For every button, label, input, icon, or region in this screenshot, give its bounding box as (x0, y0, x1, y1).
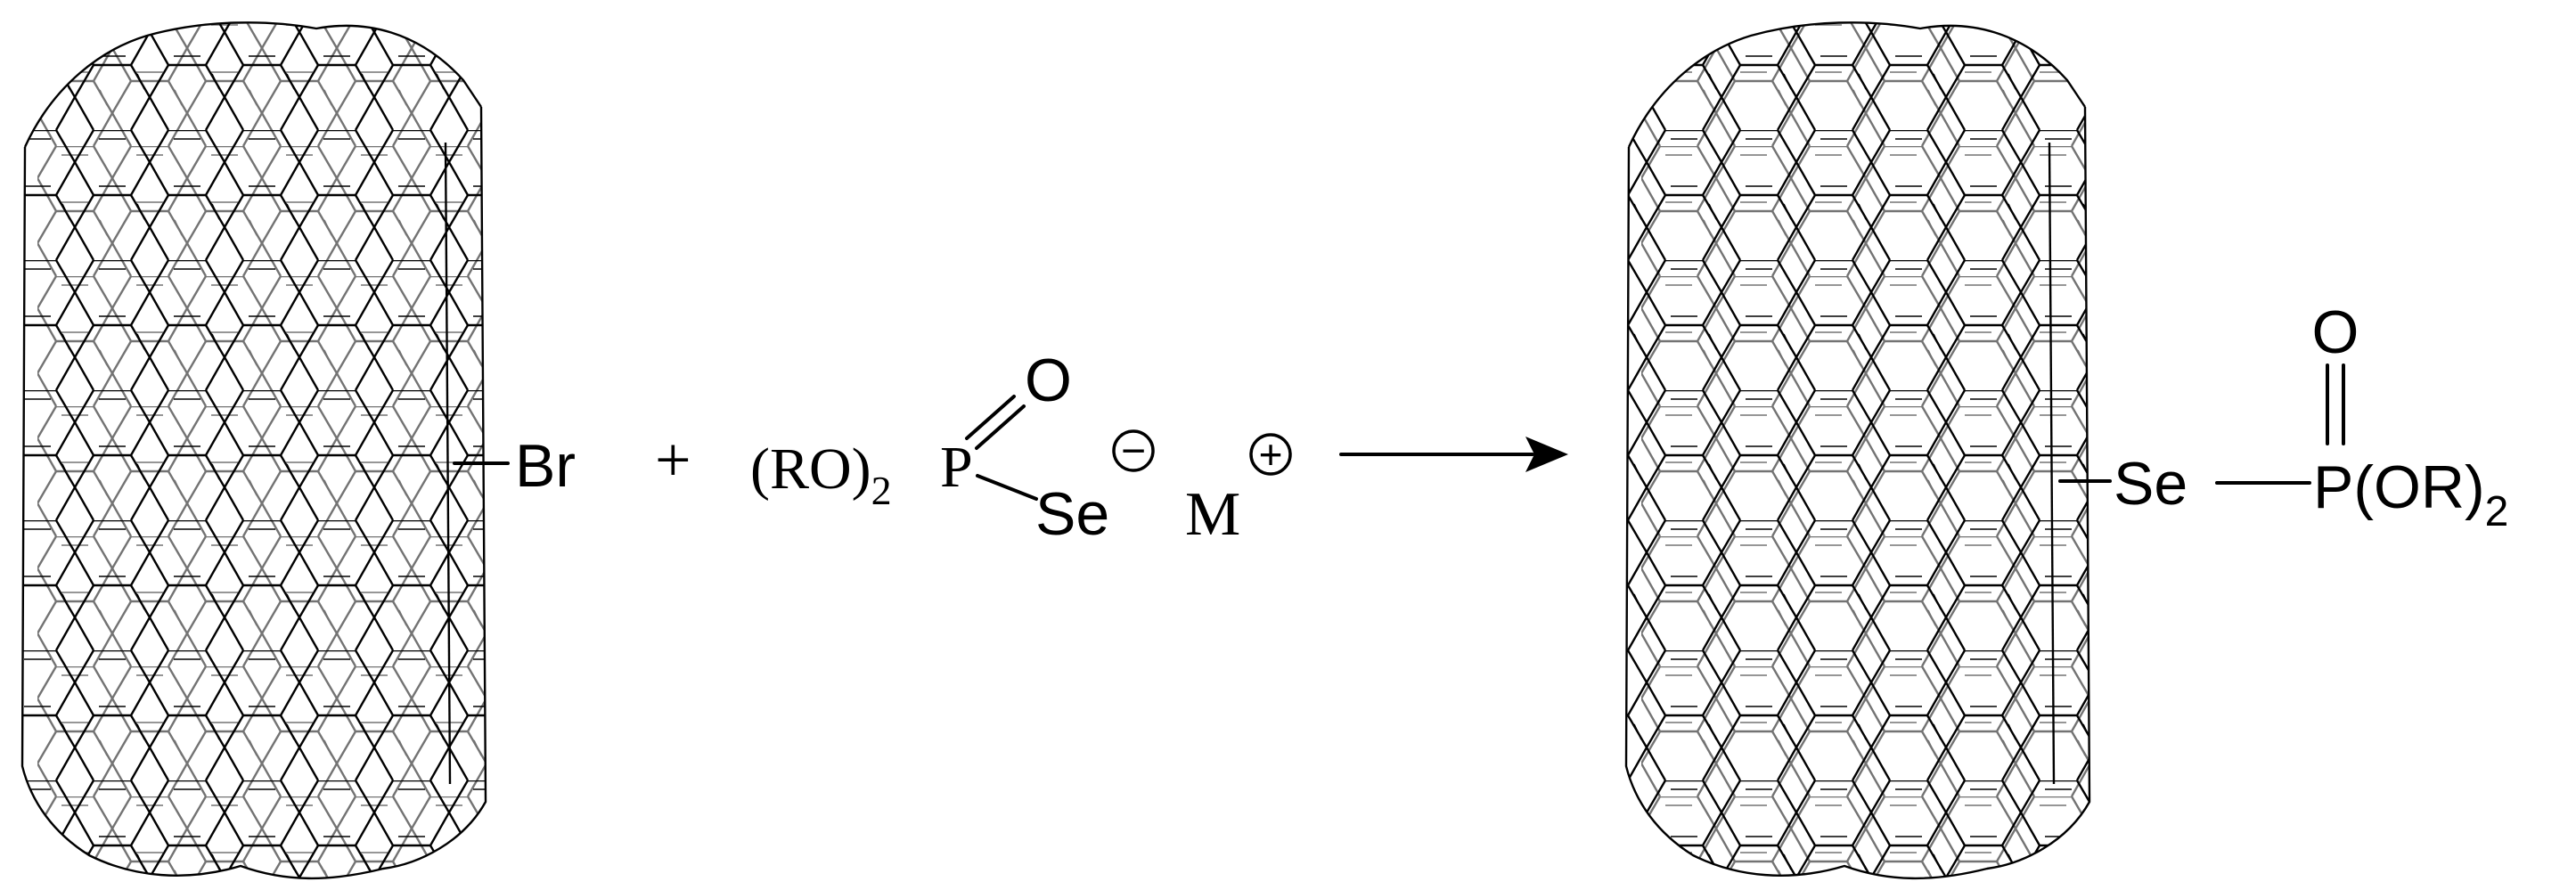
product-selenium-label: Se (2114, 450, 2188, 518)
oxygen-label: O (1025, 347, 1072, 414)
p-se-bond (976, 474, 1038, 501)
ro-group-subscript: 2 (871, 468, 892, 513)
negative-charge-sign: − (1121, 428, 1146, 475)
product-oxygen-label: O (2312, 298, 2359, 366)
p-o-double-bond-1 (965, 395, 1016, 440)
counter-ion: M + (1185, 431, 1292, 549)
selenium-label: Se (1035, 480, 1109, 548)
reaction-arrow (1339, 437, 1568, 472)
negative-charge-circle (1112, 429, 1155, 472)
metal-label: M (1185, 480, 1240, 549)
positive-charge-sign: + (1259, 431, 1283, 478)
reactant-nanotube (20, 21, 487, 880)
ro-group-label: (RO)2 (750, 437, 892, 513)
product-nanotube (1624, 21, 2091, 880)
plus-sign: + (655, 424, 691, 495)
product-substituent: Se P(OR)2 O (2058, 298, 2508, 535)
ro-group-prefix: (RO) (750, 437, 871, 502)
positive-charge-circle (1249, 433, 1292, 476)
product-phosphorus-label: P (2313, 453, 2353, 521)
bromine-label: Br (515, 432, 576, 500)
phosphoroselenoate-anion: (RO)2 P O Se − (750, 347, 1155, 548)
p-o-double-bond-2 (975, 404, 1026, 450)
product-or-subscript: 2 (2485, 488, 2509, 535)
product-phosphorus-group: P(OR)2 (2313, 453, 2508, 535)
product-or-group: (OR) (2353, 453, 2484, 521)
phosphorus-label: P (940, 435, 973, 500)
